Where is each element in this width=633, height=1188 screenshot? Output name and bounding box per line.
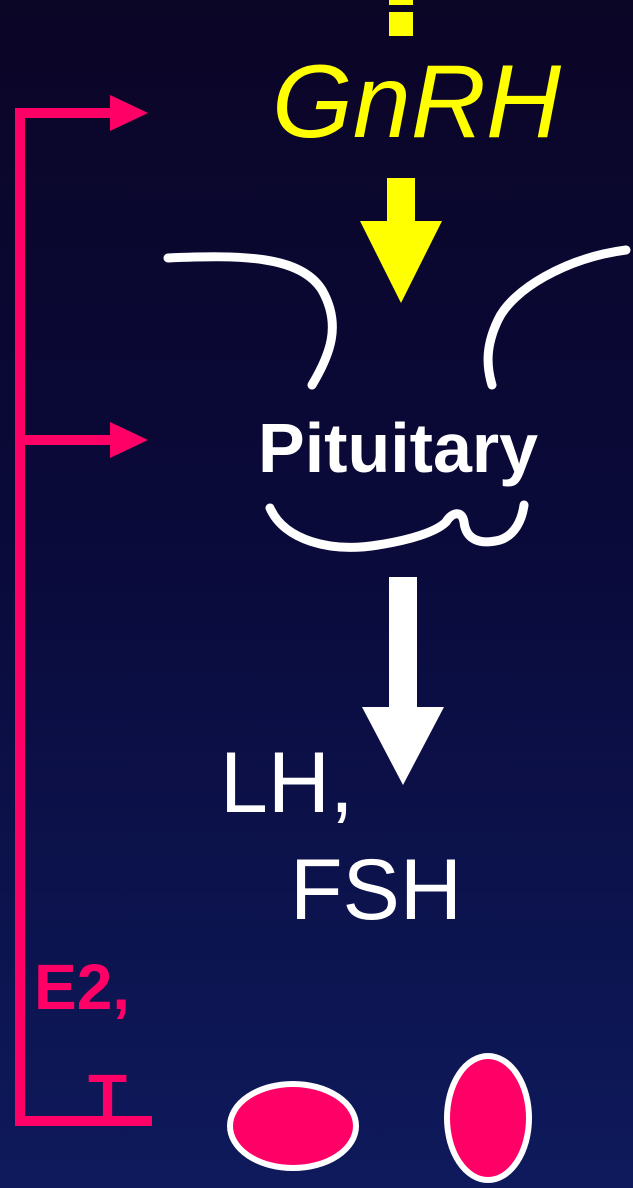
gnrh-arrow-icon (360, 178, 442, 303)
pituitary-label: Pituitary (258, 413, 538, 483)
gnrh-dash-top-2 (389, 12, 413, 36)
gnrh-label: GnRH (272, 50, 561, 154)
testosterone-label: T (88, 1065, 127, 1129)
gonad-right-icon (447, 1056, 529, 1180)
fsh-label: FSH (290, 847, 462, 933)
e2-label: E2, (34, 955, 130, 1019)
gonad-left-icon (230, 1084, 356, 1168)
gonad-icon (230, 1056, 529, 1180)
lh-label: LH, (220, 740, 354, 826)
lh-fsh-arrow-icon (362, 577, 444, 785)
gnrh-dash-top-1 (389, 0, 413, 5)
